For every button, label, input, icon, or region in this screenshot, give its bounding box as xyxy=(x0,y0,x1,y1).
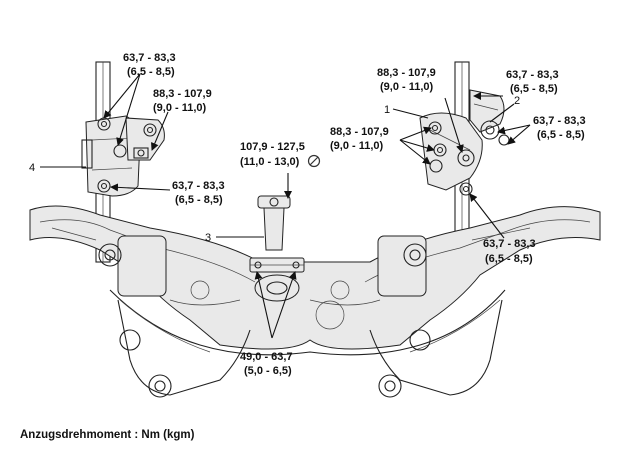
torque-label-left-upper: 63,7 - 83,3 (6,5 - 8,5) xyxy=(123,52,176,78)
torque-label-right-upper: 63,7 - 83,3 (6,5 - 8,5) xyxy=(506,69,559,95)
svg-text:(9,0 - 11,0): (9,0 - 11,0) xyxy=(380,81,434,93)
svg-text:63,7 - 83,3: 63,7 - 83,3 xyxy=(172,180,225,192)
svg-text:(5,0 - 6,5): (5,0 - 6,5) xyxy=(244,365,292,377)
torque-label-right-lower: 63,7 - 83,3 (6,5 - 8,5) xyxy=(483,238,536,265)
callout-1: 1 xyxy=(384,104,390,116)
svg-text:63,7 - 83,3: 63,7 - 83,3 xyxy=(123,52,176,64)
svg-text:(6,5 - 8,5): (6,5 - 8,5) xyxy=(510,83,558,95)
svg-text:(6,5 - 8,5): (6,5 - 8,5) xyxy=(485,253,533,265)
svg-text:88,3 - 107,9: 88,3 - 107,9 xyxy=(153,88,212,100)
torque-label-left-lower: 63,7 - 83,3 (6,5 - 8,5) xyxy=(172,180,225,206)
callout-2: 2 xyxy=(514,95,520,107)
torque-label-center-top: 107,9 - 127,5 (11,0 - 13,0) xyxy=(240,141,305,168)
svg-text:88,3 - 107,9: 88,3 - 107,9 xyxy=(377,67,436,79)
svg-text:(6,5 - 8,5): (6,5 - 8,5) xyxy=(175,194,223,206)
torque-label-right-upper-center: 88,3 - 107,9 (9,0 - 11,0) xyxy=(377,67,436,93)
svg-text:49,0 - 63,7: 49,0 - 63,7 xyxy=(240,351,293,363)
torque-label-right-mid: 63,7 - 83,3 (6,5 - 8,5) xyxy=(533,115,586,141)
svg-text:63,7 - 83,3: 63,7 - 83,3 xyxy=(533,115,586,127)
leader-lines xyxy=(40,73,531,339)
svg-text:(11,0 - 13,0): (11,0 - 13,0) xyxy=(240,156,300,168)
torque-label-center-bottom: 49,0 - 63,7 (5,0 - 6,5) xyxy=(240,351,293,377)
center-torque-rod xyxy=(249,195,305,302)
svg-text:(9,0 - 11,0): (9,0 - 11,0) xyxy=(153,102,207,114)
svg-text:63,7 - 83,3: 63,7 - 83,3 xyxy=(506,69,559,81)
torque-label-right-left-mid: 88,3 - 107,9 (9,0 - 11,0) xyxy=(330,126,389,152)
subframe-crossmember xyxy=(29,205,601,398)
svg-text:107,9 - 127,5: 107,9 - 127,5 xyxy=(240,141,305,153)
torque-unit-caption: Anzugsdrehmoment : Nm (kgm) xyxy=(20,429,195,441)
svg-text:(6,5 - 8,5): (6,5 - 8,5) xyxy=(127,66,175,78)
callout-3: 3 xyxy=(205,232,211,244)
svg-text:(6,5 - 8,5): (6,5 - 8,5) xyxy=(537,129,585,141)
no-reuse-icon xyxy=(307,154,321,168)
svg-text:(9,0 - 11,0): (9,0 - 11,0) xyxy=(330,140,384,152)
svg-text:88,3 - 107,9: 88,3 - 107,9 xyxy=(330,126,389,138)
torque-label-left-mid: 88,3 - 107,9 (9,0 - 11,0) xyxy=(153,88,212,114)
callout-4: 4 xyxy=(29,162,35,174)
right-mount-bracket xyxy=(419,89,510,196)
svg-text:63,7 - 83,3: 63,7 - 83,3 xyxy=(483,238,536,250)
